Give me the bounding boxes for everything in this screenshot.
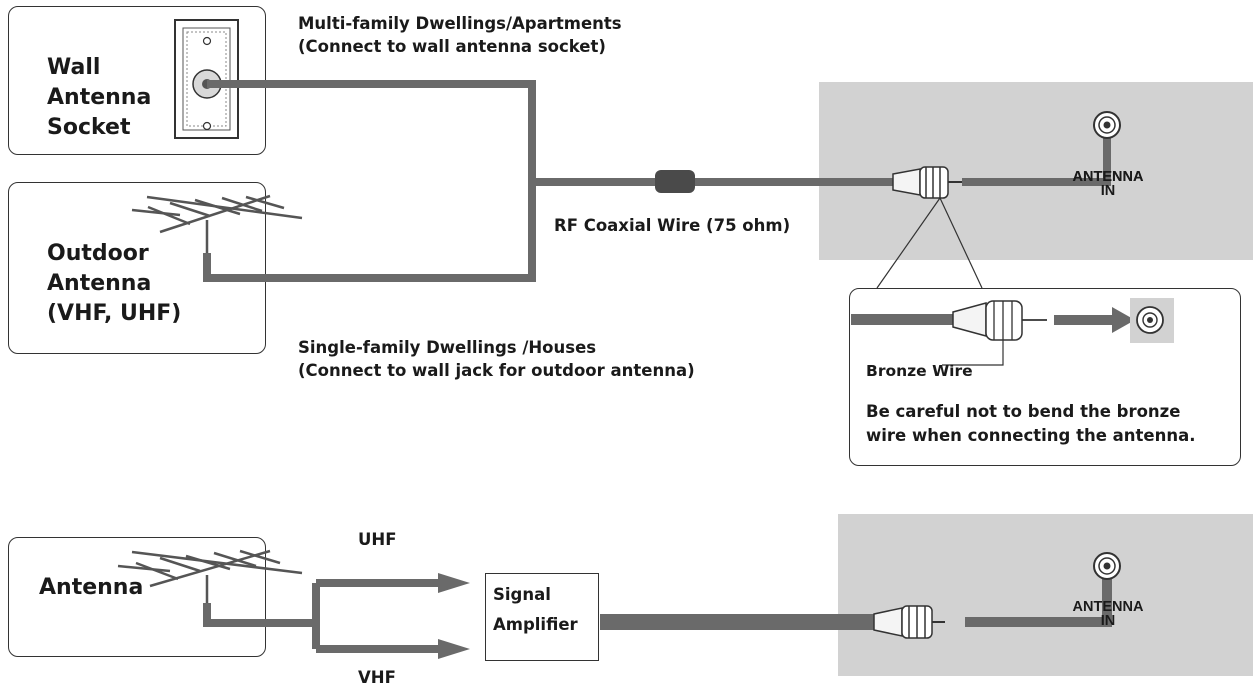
rf-coaxial-wire-label: RF Coaxial Wire (75 ohm): [554, 216, 791, 235]
f-connector-top: [892, 166, 962, 199]
f-connector-bottom: [873, 605, 945, 639]
outdoor-antenna-label: Outdoor Antenna (VHF, UHF): [47, 241, 182, 326]
antenna-in-label-bottom: ANTENNA IN: [1072, 599, 1144, 629]
wall-plate-icon: [174, 19, 239, 139]
bronze-wire-label: Bronze Wire: [866, 362, 973, 380]
tv-rear-panel-bottom: [838, 514, 1253, 676]
outdoor-antenna-icon: [131, 194, 303, 255]
vhf-label: VHF: [358, 668, 396, 687]
wall-antenna-socket-label: Wall Antenna Socket: [47, 55, 152, 140]
ferrite-core: [655, 170, 695, 193]
single-family-caption: Single-family Dwellings /Houses (Connect…: [298, 338, 695, 380]
bronze-wire-detail-box: [849, 288, 1241, 466]
signal-amplifier-label: Signal Amplifier: [493, 585, 578, 634]
coax-cable-bottom: [600, 569, 1112, 630]
signal-amplifier-box: Signal Amplifier: [485, 573, 599, 661]
vhf-arrow-head: [438, 639, 470, 659]
caution-text: Be careful not to bend the bronze wire w…: [866, 402, 1196, 445]
detail-connection-illustration: [851, 298, 1174, 366]
coax-cable-top: [203, 80, 1111, 282]
split-cable-bottom: [203, 579, 440, 653]
tv-rear-panel-top: [819, 82, 1253, 260]
uhf-arrow-head: [438, 573, 470, 593]
antenna-in-port-top: [1093, 111, 1121, 139]
antenna-in-port-bottom: [1093, 552, 1121, 580]
antenna-label: Antenna: [39, 575, 144, 600]
detail-callout-lines: [876, 197, 983, 289]
multi-family-caption: Multi-family Dwellings/Apartments (Conne…: [298, 14, 622, 56]
antenna-icon-bottom: [117, 549, 303, 605]
antenna-in-label-top: ANTENNA IN: [1072, 169, 1144, 199]
uhf-label: UHF: [358, 530, 397, 549]
